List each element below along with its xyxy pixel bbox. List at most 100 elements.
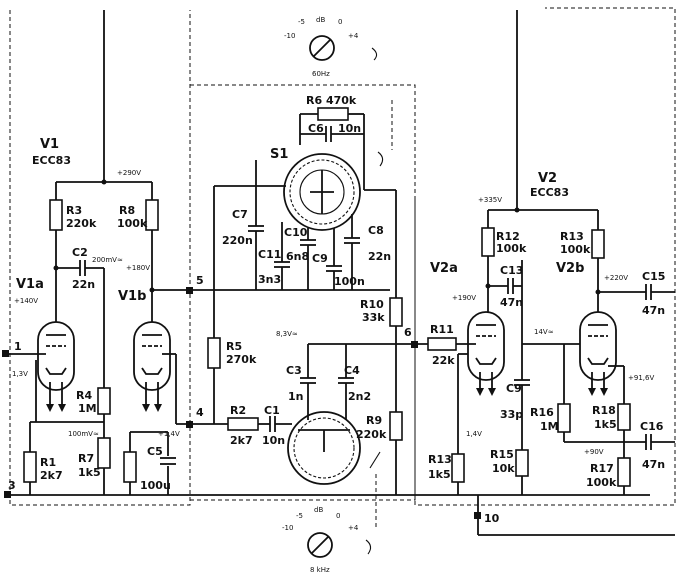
c1-value: 10n <box>262 434 285 447</box>
s1-label: S1 <box>270 147 288 162</box>
r9-label: R9 <box>366 414 382 427</box>
v2a-tube <box>467 311 505 396</box>
c2-value: 22n <box>72 278 95 291</box>
r3-resistor <box>49 199 63 231</box>
r10-label: R10 <box>360 298 384 311</box>
r12-resistor <box>481 227 495 257</box>
treble-tick-m5: -5 <box>296 512 303 520</box>
junction-dot <box>595 289 601 295</box>
r13-bottom-resistor <box>451 453 465 483</box>
r4-label: R4 <box>76 389 92 402</box>
terminal-3-label: 3 <box>8 479 16 492</box>
r8-resistor <box>145 199 159 231</box>
v1-type-label: ECC83 <box>32 154 71 167</box>
r2-resistor <box>227 417 259 431</box>
c10-value: 6n8 <box>286 250 309 263</box>
r1-resistor <box>23 451 37 483</box>
c3-label: C3 <box>286 364 302 377</box>
v2-label: V2 <box>538 171 557 186</box>
c6-label: C6 <box>308 122 324 135</box>
c13-value: 47n <box>500 296 523 309</box>
c9-center-value: 100n <box>334 275 365 288</box>
c4-value: 2n2 <box>348 390 371 403</box>
r5-value: 270k <box>226 353 257 366</box>
r11-resistor <box>427 337 457 351</box>
s1-rotary-switch[interactable] <box>283 153 361 231</box>
r16-value: 1M <box>540 420 559 433</box>
c6-value: 10n <box>338 122 361 135</box>
terminal-4-label: 4 <box>196 406 204 419</box>
r12-label: R12 <box>496 230 520 243</box>
r10-value: 33k <box>362 311 385 324</box>
v2b-label: V2b <box>556 261 584 276</box>
c11-value: 3n3 <box>258 273 281 286</box>
c9-center-label: C9 <box>312 252 328 265</box>
module-box-left <box>9 10 191 506</box>
v1b-tube <box>133 321 171 412</box>
terminal-3 <box>4 491 11 498</box>
r7-value: 1k5 <box>78 466 101 479</box>
r12-value: 100k <box>496 242 527 255</box>
r13-top-label: R13 <box>560 230 584 243</box>
terminal-6 <box>411 341 418 348</box>
c16-label: C16 <box>640 420 664 433</box>
module-box-right <box>414 7 676 506</box>
r1-label: R1 <box>40 456 56 469</box>
c10-label: C10 <box>284 226 308 239</box>
r16-resistor <box>557 403 571 433</box>
c5-label: C5 <box>147 445 163 458</box>
r6-label: R6 470k <box>306 94 357 107</box>
terminal-10 <box>474 512 481 519</box>
voltage-1-4v-right: 1,4V <box>466 430 482 438</box>
bass-rotate-arrow-icon <box>371 47 378 61</box>
r13-top-resistor <box>591 229 605 259</box>
v1b-label: V1b <box>118 289 146 304</box>
v1a-tube <box>37 321 75 412</box>
treble-tick-m10: -10 <box>282 524 293 532</box>
c15-value: 47n <box>642 304 665 317</box>
v2a-label: V2a <box>430 261 458 276</box>
r17-label: R17 <box>590 462 614 475</box>
bass-tick-m10: -10 <box>284 32 295 40</box>
r18-resistor <box>617 403 631 431</box>
voltage-8-3v: 8,3V≈ <box>276 330 298 338</box>
voltage-200mv: 200mV≈ <box>92 256 123 264</box>
voltage-335v: +335V <box>478 196 502 204</box>
c16-value: 47n <box>642 458 665 471</box>
r7-resistor <box>97 437 111 469</box>
r17-resistor <box>617 457 631 487</box>
voltage-220v: +220V <box>604 274 628 282</box>
r4-value: 1M <box>78 402 97 415</box>
treble-tick-p4: +4 <box>348 524 359 532</box>
terminal-6-label: 6 <box>404 326 412 339</box>
treble-knob-icon[interactable] <box>307 532 333 558</box>
treble-db-label: dB <box>314 506 323 514</box>
r3-value: 220k <box>66 217 97 230</box>
v1-label: V1 <box>40 137 59 152</box>
r8-label: R8 <box>119 204 135 217</box>
voltage-140v: +140V <box>14 297 38 305</box>
c11-label: C11 <box>258 248 281 261</box>
bass-freq-label: 60Hz <box>312 70 330 78</box>
bass-knob-icon[interactable] <box>309 35 335 61</box>
voltage-91-6v: +91,6V <box>628 374 654 382</box>
r18-label: R18 <box>592 404 616 417</box>
c7-label: C7 <box>232 208 248 221</box>
c4-label: C4 <box>344 364 360 377</box>
r13-bottom-value: 1k5 <box>428 468 451 481</box>
r11-label: R11 <box>430 323 454 336</box>
r10-resistor <box>389 297 403 327</box>
treble-freq-label: 8 kHz <box>310 566 330 574</box>
r5-resistor <box>207 337 221 369</box>
junction-dot <box>149 287 155 293</box>
c5-value: 100u <box>140 479 171 492</box>
v2b-tube <box>579 311 617 396</box>
c9-right-label: C9 <box>506 382 522 395</box>
voltage-90v: +90V <box>584 448 604 456</box>
r15-resistor <box>515 449 529 477</box>
treble-pot[interactable] <box>287 411 361 485</box>
r11-value: 22k <box>432 354 455 367</box>
terminal-1-label: 1 <box>14 340 22 353</box>
